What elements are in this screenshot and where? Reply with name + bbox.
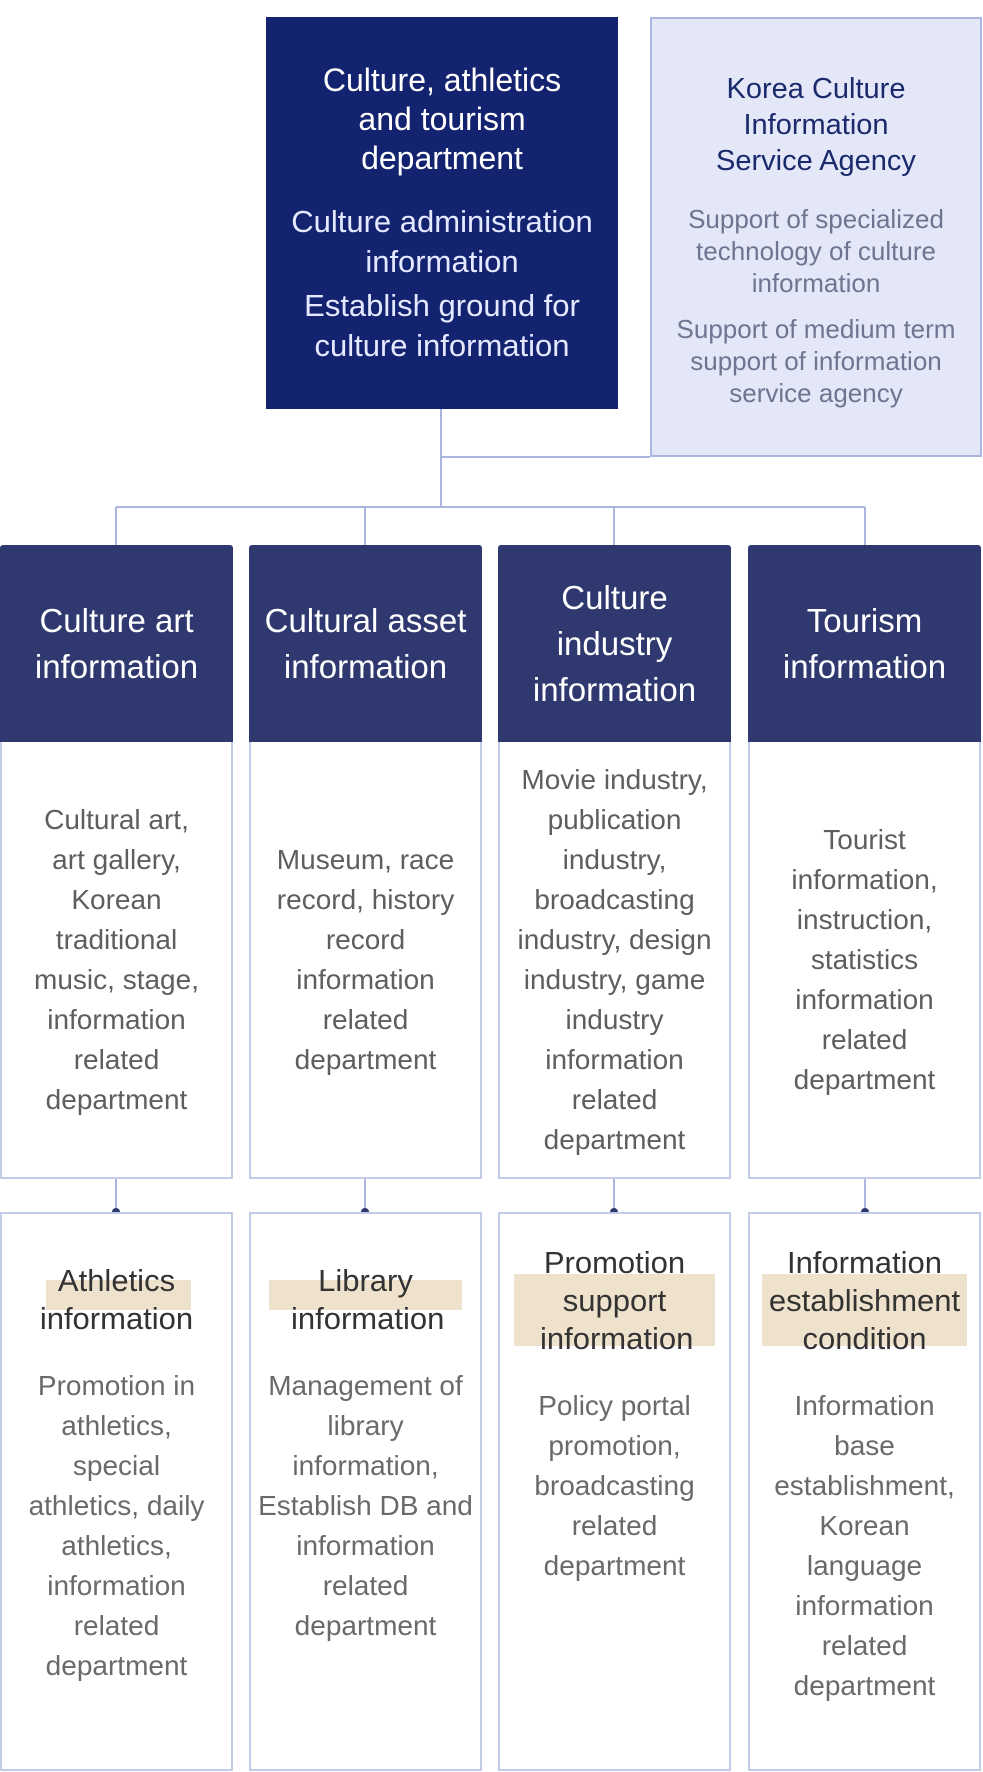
column-header-culture-art: Culture art information xyxy=(0,545,233,742)
column-body-tourism: Tourist information, instruction, statis… xyxy=(748,742,981,1179)
sub-title-promotion: Promotion support information xyxy=(500,1214,729,1358)
sub-box-library: Library information Management of librar… xyxy=(249,1212,482,1771)
sub-title-highlight xyxy=(269,1280,462,1310)
sub-text-library: Management of library information, Estab… xyxy=(258,1370,473,1641)
sub-title-highlight xyxy=(762,1274,967,1346)
top-department-lines: Culture administration information Estab… xyxy=(266,202,618,366)
sub-text-information: Information base establishment, Korean l… xyxy=(774,1390,955,1701)
sub-title-highlight xyxy=(514,1274,715,1346)
sub-title-library: Library information xyxy=(251,1214,480,1338)
top-line-ground: Establish ground for culture information xyxy=(304,288,580,363)
top-title-line: Culture, athletics xyxy=(322,62,562,98)
column-body-text: Tourist information, instruction, statis… xyxy=(791,823,938,1095)
agency-title-line: Korea Culture xyxy=(726,73,906,105)
agency-title-line: Service Agency xyxy=(716,145,916,177)
column-body-text: Cultural art, art gallery, Korean tradit… xyxy=(34,803,199,1115)
sub-title-label: Promotion support information xyxy=(540,1245,694,1356)
sub-title-label: Athletics information xyxy=(39,1263,194,1336)
agency-lines: Support of specialized technology of cul… xyxy=(652,203,980,409)
sub-title-information: Information establishment condition xyxy=(750,1214,979,1358)
column-header-cultural-asset: Cultural asset information xyxy=(249,545,482,742)
top-line-administration: Culture administration information xyxy=(291,204,593,279)
column-header-tourism: Tourism information xyxy=(748,545,981,742)
sub-text-athletics: Promotion in athletics, special athletic… xyxy=(28,1370,205,1681)
column-body-culture-art: Cultural art, art gallery, Korean tradit… xyxy=(0,742,233,1179)
column-header-label: Culture industry information xyxy=(532,578,697,708)
column-header-culture-industry: Culture industry information xyxy=(498,545,731,742)
sub-box-information: Information establishment condition Info… xyxy=(748,1212,981,1771)
top-title-line: department xyxy=(361,140,523,176)
column-body-culture-industry: Movie industry, publication industry, br… xyxy=(498,742,731,1179)
column-header-label: Cultural asset information xyxy=(264,601,467,685)
column-body-cultural-asset: Museum, race record, history record info… xyxy=(249,742,482,1179)
sub-box-promotion: Promotion support information Policy por… xyxy=(498,1212,731,1771)
column-body-text: Movie industry, publication industry, br… xyxy=(517,763,712,1155)
column-header-label: Culture art information xyxy=(34,601,199,685)
agency-line-technology: Support of specialized technology of cul… xyxy=(688,204,944,298)
agency-title-line: Information xyxy=(743,109,889,141)
agency-line-medium-term: Support of medium term support of inform… xyxy=(676,314,956,408)
top-department-box: Culture, athletics and tourism departmen… xyxy=(266,17,618,409)
agency-title: Korea Culture Information Service Agency xyxy=(652,71,980,179)
sub-title-label: Library information xyxy=(291,1263,445,1336)
column-body-text: Museum, race record, history record info… xyxy=(276,843,455,1075)
sub-title-highlight xyxy=(46,1280,191,1310)
sub-text-promotion: Policy portal promotion, broadcasting re… xyxy=(534,1390,695,1581)
top-department-title: Culture, athletics and tourism departmen… xyxy=(266,61,618,178)
sub-title-label: Information establishment condition xyxy=(768,1245,961,1356)
column-header-label: Tourism information xyxy=(782,601,947,685)
top-title-line: and tourism xyxy=(358,101,526,137)
sub-box-athletics: Athletics information Promotion in athle… xyxy=(0,1212,233,1771)
agency-box: Korea Culture Information Service Agency… xyxy=(650,17,982,457)
sub-title-athletics: Athletics information xyxy=(2,1214,231,1338)
